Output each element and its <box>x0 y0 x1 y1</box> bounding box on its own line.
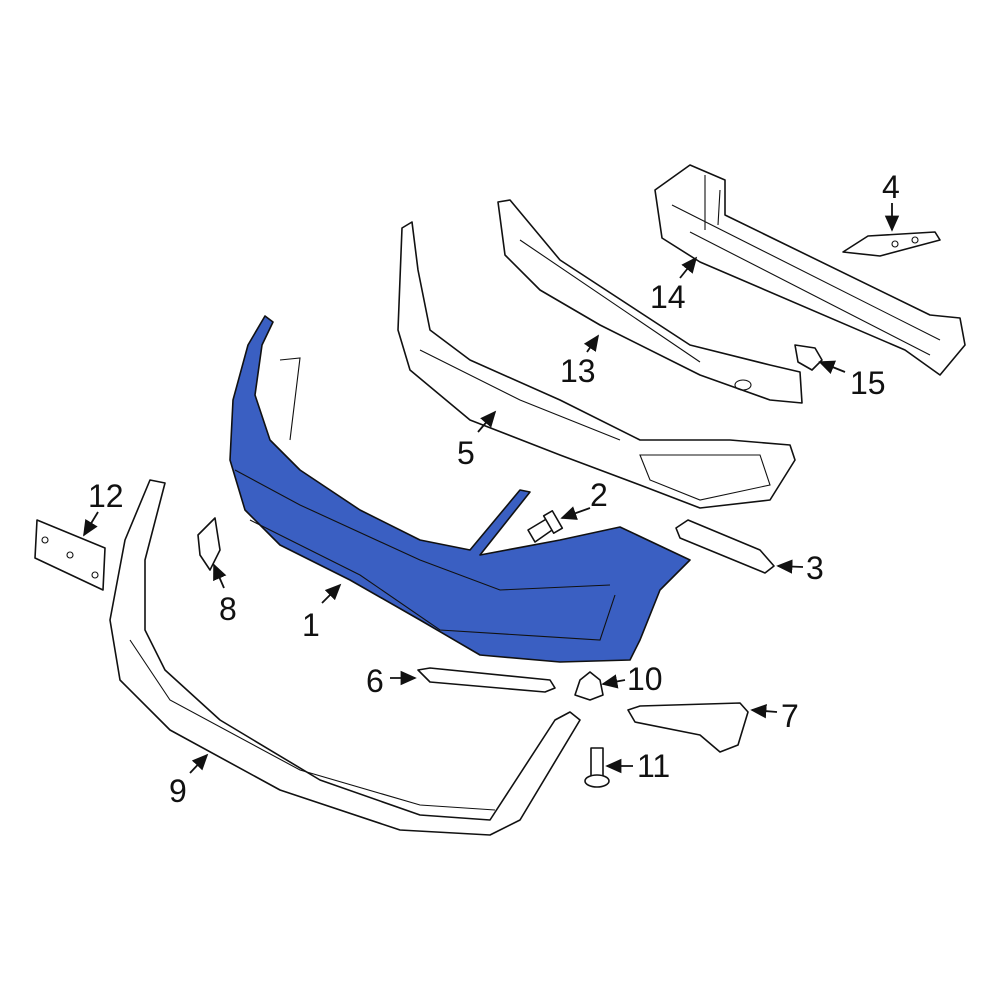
callout-2[interactable]: 2 <box>590 477 608 513</box>
part-15-sensor[interactable] <box>794 344 823 371</box>
callout-15[interactable]: 15 <box>850 365 886 401</box>
callout-8[interactable]: 8 <box>219 591 237 627</box>
callout-14[interactable]: 14 <box>650 279 686 315</box>
callout-5[interactable]: 5 <box>457 435 475 471</box>
part-4-bracket[interactable] <box>842 231 941 257</box>
callout-3[interactable]: 3 <box>806 550 824 586</box>
part-9-lower-valance[interactable] <box>109 479 581 836</box>
callout-10[interactable]: 10 <box>627 661 663 697</box>
part-3-bracket[interactable] <box>675 519 775 574</box>
part-11-screw[interactable] <box>584 747 610 788</box>
part-12-license-bracket[interactable] <box>34 519 106 591</box>
part-13-energy-absorber[interactable] <box>497 199 803 404</box>
part-8-bracket[interactable] <box>197 517 221 571</box>
part-5-bumper-cover-upper[interactable] <box>397 221 796 509</box>
part-10-clip[interactable] <box>574 671 604 701</box>
part-14-reinforcement-beam[interactable] <box>654 164 966 376</box>
part-6-trim-strip[interactable] <box>417 667 556 693</box>
callout-7[interactable]: 7 <box>781 698 799 734</box>
callout-13[interactable]: 13 <box>560 353 596 389</box>
callout-9[interactable]: 9 <box>169 773 187 809</box>
callout-1[interactable]: 1 <box>302 607 320 643</box>
part-7-fog-trim[interactable] <box>627 702 749 753</box>
part-2-bolt[interactable] <box>527 510 564 543</box>
part-1-bumper-cover[interactable] <box>229 315 691 663</box>
callout-arrows <box>83 203 900 774</box>
callout-12[interactable]: 12 <box>88 478 124 514</box>
bumper-cover-fill <box>229 315 691 663</box>
callout-4[interactable]: 4 <box>882 169 900 205</box>
callout-11[interactable]: 11 <box>637 748 670 784</box>
callout-6[interactable]: 6 <box>366 663 384 699</box>
